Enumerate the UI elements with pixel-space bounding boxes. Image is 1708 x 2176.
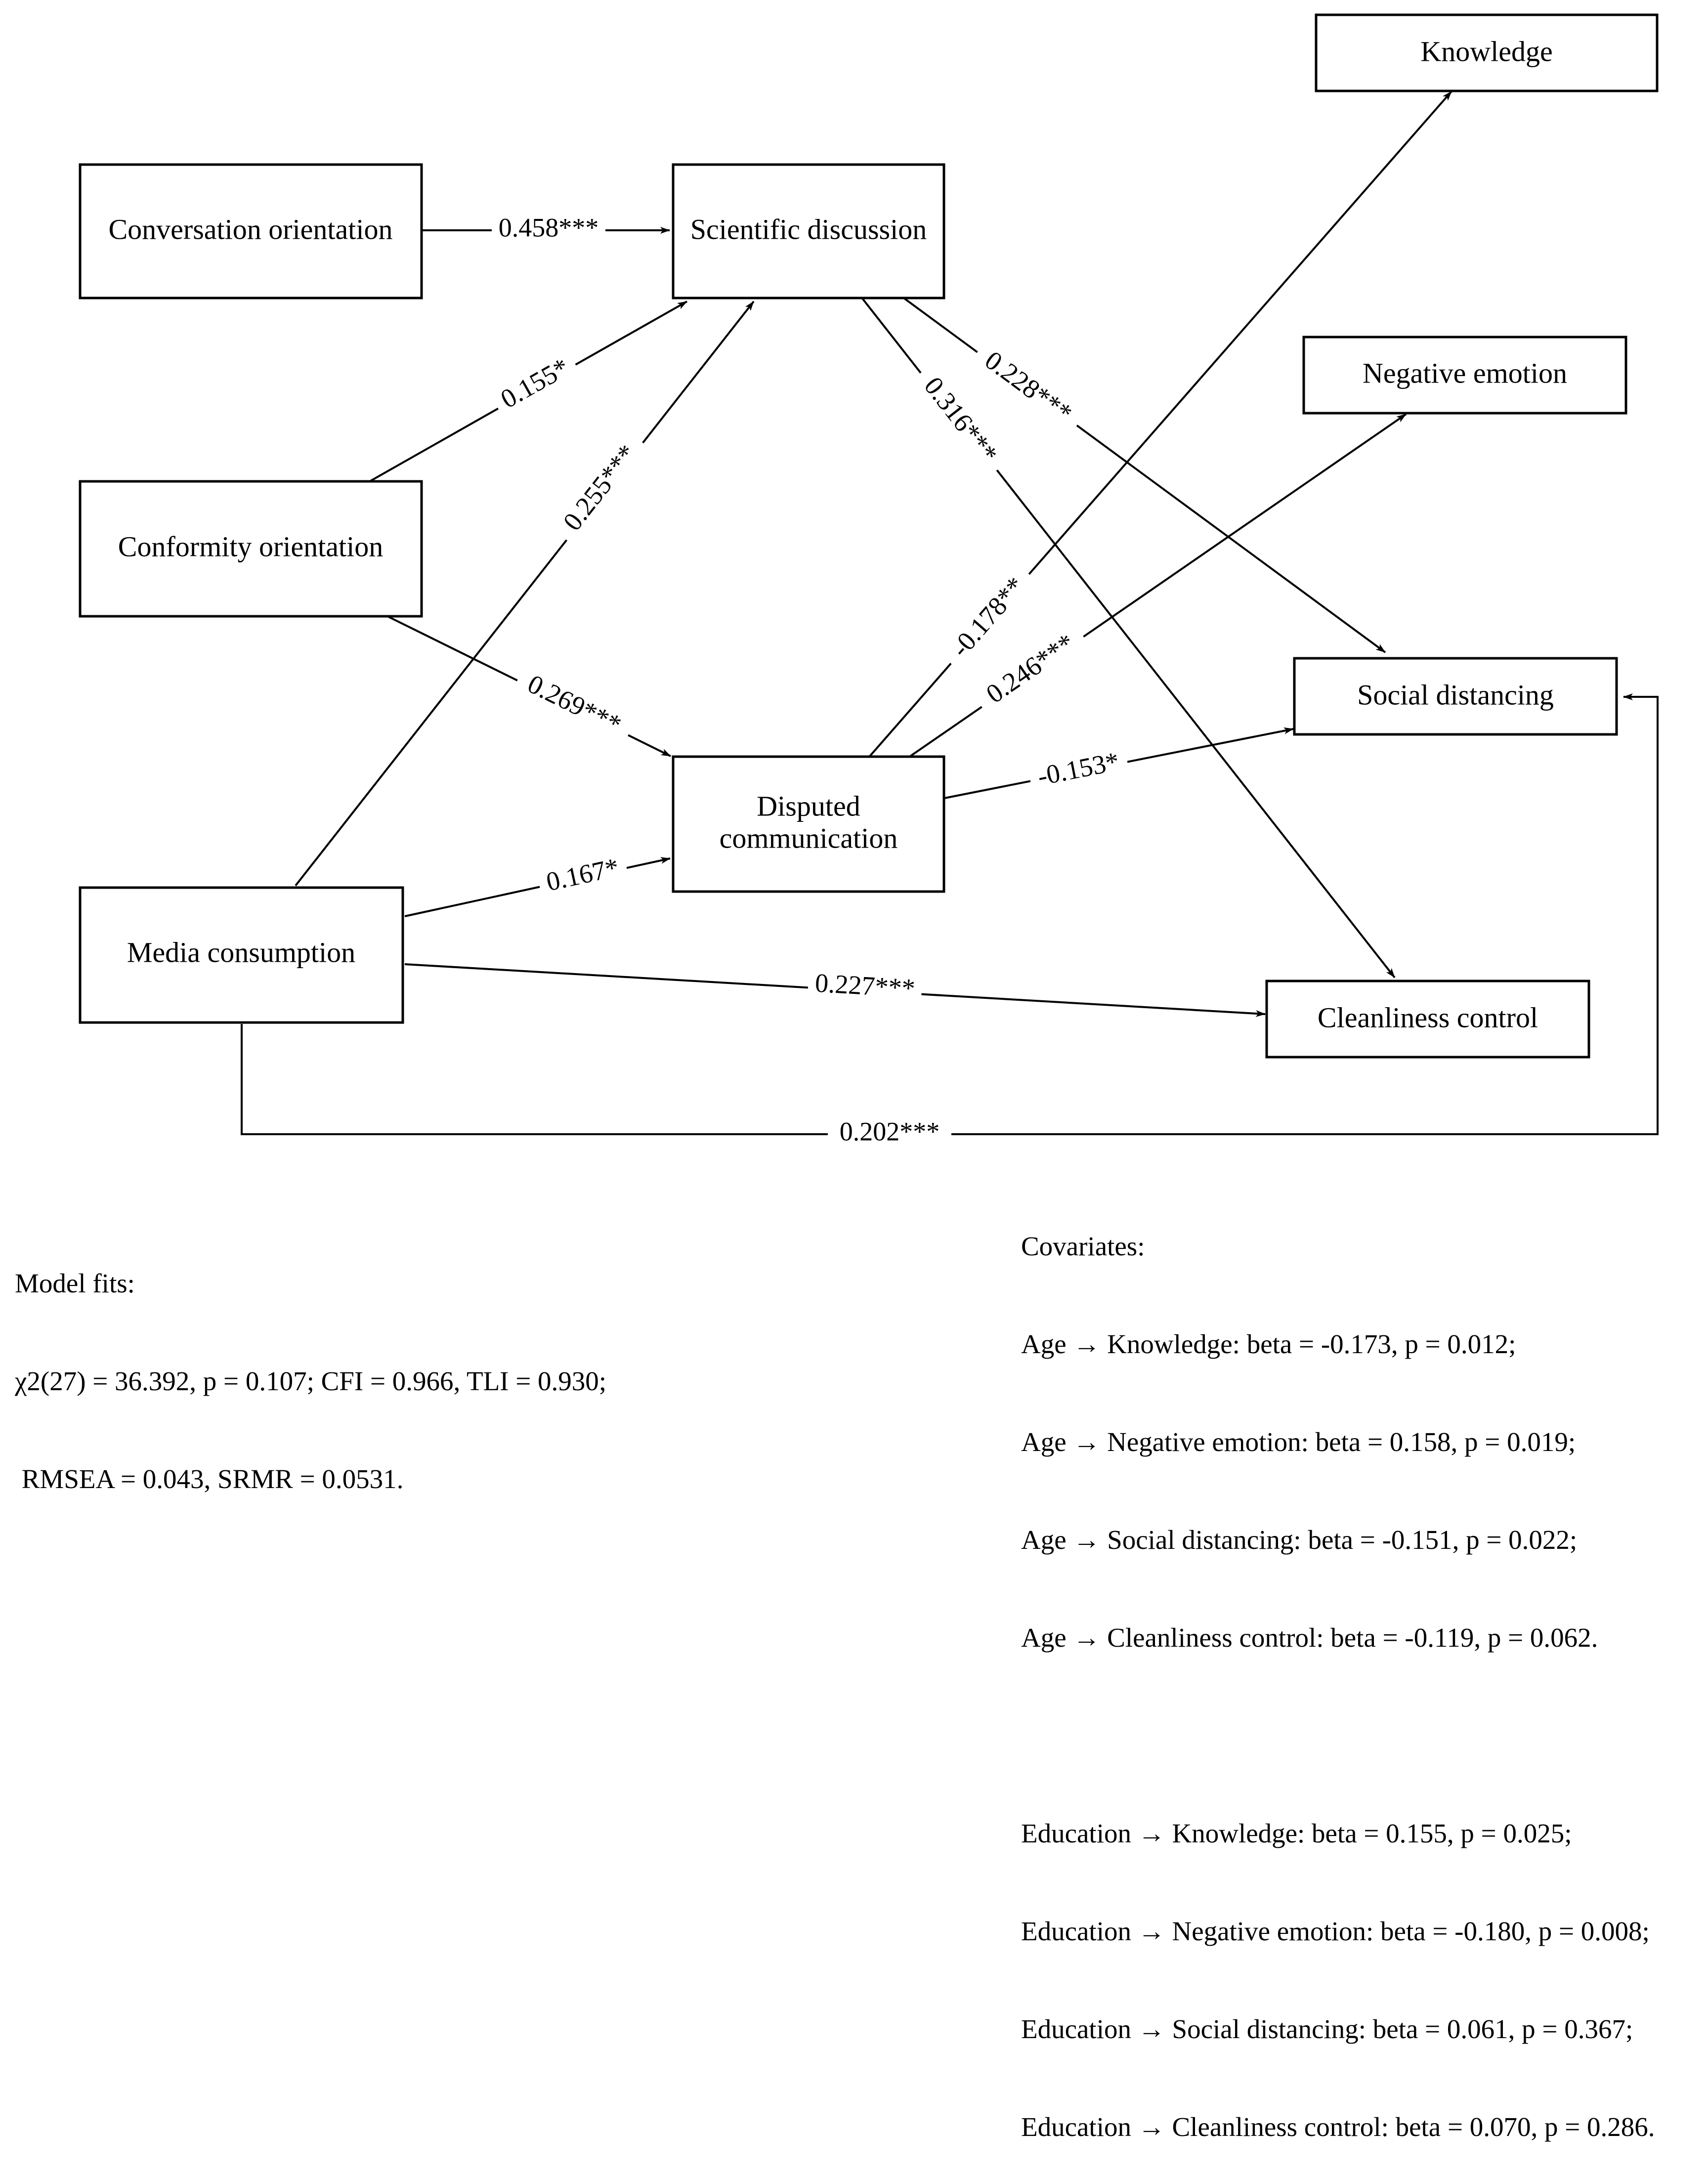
label-scientific-social: 0.228*** xyxy=(980,345,1078,428)
covariates-spacer xyxy=(1021,1719,1655,1752)
label-media-cleanliness: 0.227*** xyxy=(814,968,916,1004)
node-knowledge: Knowledge xyxy=(1315,13,1659,92)
label-disputed-knowledge: -0.178** xyxy=(945,571,1030,663)
node-label: Media consumption xyxy=(127,936,355,968)
covariate-line: Age → Knowledge: beta = -0.173, p = 0.01… xyxy=(1021,1329,1516,1359)
covariate-line: Age → Cleanliness control: beta = -0.119… xyxy=(1021,1622,1598,1653)
node-label: Conformity orientation xyxy=(118,530,383,562)
path-diagram: 0.458*** 0.155* 0.255*** 0.269*** 0.167*… xyxy=(79,13,1659,1151)
model-fits: Model fits: χ2(27) = 36.392, p = 0.107; … xyxy=(15,1202,606,1528)
nodes: Conversation orientation Conformity orie… xyxy=(79,13,1659,1059)
model-fits-line: RMSEA = 0.043, SRMR = 0.0531. xyxy=(15,1464,404,1494)
edge-media-scientific xyxy=(295,300,755,887)
node-media-consumption: Media consumption xyxy=(79,886,404,1024)
node-negative-emotion: Negative emotion xyxy=(1302,336,1627,415)
edges xyxy=(241,90,1659,1135)
node-scientific-discussion: Scientific discussion xyxy=(672,163,945,299)
node-label: Scientific discussion xyxy=(690,213,927,245)
model-fits-line: χ2(27) = 36.392, p = 0.107; CFI = 0.966,… xyxy=(15,1366,607,1396)
node-social-distancing: Social distancing xyxy=(1293,657,1618,736)
covariates: Covariates: Age → Knowledge: beta = -0.1… xyxy=(1021,1165,1655,2176)
covariate-line: Age → Social distancing: beta = -0.151, … xyxy=(1021,1525,1578,1555)
node-label: Knowledge xyxy=(1420,35,1552,67)
label-conversation-scientific: 0.458*** xyxy=(499,213,599,242)
node-conformity-orientation: Conformity orientation xyxy=(79,480,423,618)
edge-labels: 0.458*** 0.155* 0.255*** 0.269*** 0.167*… xyxy=(489,213,1131,1151)
covariates-heading: Covariates: xyxy=(1021,1231,1145,1261)
model-fits-heading: Model fits: xyxy=(15,1268,135,1298)
covariate-line: Education → Cleanliness control: beta = … xyxy=(1021,2112,1655,2142)
node-label: Social distancing xyxy=(1357,679,1554,711)
node-label-line-2: communication xyxy=(720,822,898,854)
node-disputed-communication: Disputed communication xyxy=(672,755,945,893)
label-disputed-negative: 0.246*** xyxy=(981,628,1080,709)
covariate-line: Education → Social distancing: beta = 0.… xyxy=(1021,2014,1633,2044)
node-label: Conversation orientation xyxy=(108,213,392,245)
label-media-social: 0.202*** xyxy=(840,1116,940,1146)
node-cleanliness-control: Cleanliness control xyxy=(1265,980,1590,1059)
covariate-line: Age → Negative emotion: beta = 0.158, p … xyxy=(1021,1427,1576,1457)
covariate-line: Education → Knowledge: beta = 0.155, p =… xyxy=(1021,1818,1572,1848)
node-conversation-orientation: Conversation orientation xyxy=(79,163,423,299)
label-scientific-cleanliness: 0.316*** xyxy=(918,371,1003,469)
edge-media-disputed xyxy=(404,857,671,917)
label-media-scientific: 0.255*** xyxy=(557,439,642,536)
node-label: Negative emotion xyxy=(1363,357,1567,389)
edge-media-social xyxy=(241,693,1659,1135)
node-label-line-1: Disputed xyxy=(757,790,860,822)
node-label: Cleanliness control xyxy=(1318,1001,1538,1033)
covariate-line: Education → Negative emotion: beta = -0.… xyxy=(1021,1916,1650,1946)
